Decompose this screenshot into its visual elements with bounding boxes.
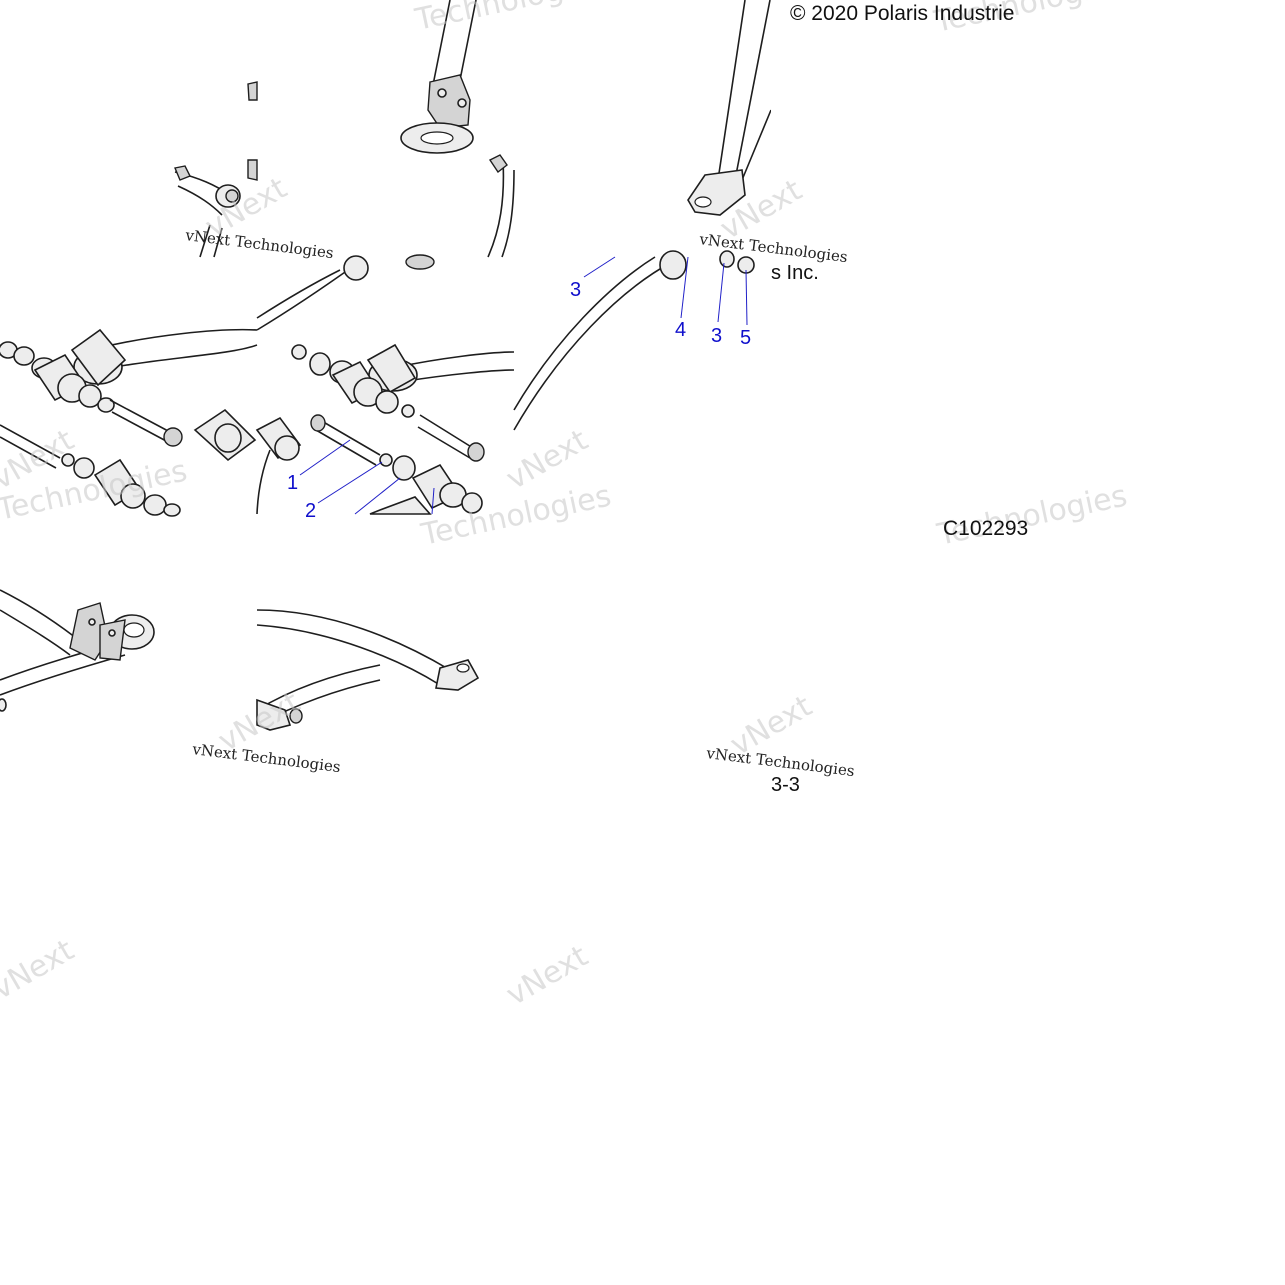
radius-rod bbox=[687, 0, 772, 216]
callout-4: 4 bbox=[675, 319, 686, 341]
callout-2-left: 2 bbox=[305, 500, 316, 522]
callout-3: 3 bbox=[711, 325, 722, 347]
svg-text:vNext Technologies: vNext Technologies bbox=[191, 740, 342, 776]
svg-text:Technologies: Technologies bbox=[411, 0, 608, 38]
upper-control-arm-tab bbox=[400, 0, 515, 258]
lower-arm-bottom bbox=[256, 609, 480, 731]
callout-1: 1 bbox=[287, 472, 298, 494]
callout-3-upper: 3 bbox=[570, 279, 581, 301]
diagram-code: C102293 bbox=[943, 517, 1029, 540]
lower-arm-hardware-center: 1 2 bbox=[255, 254, 515, 522]
diagram-code-fragment: 3-3 bbox=[771, 774, 800, 796]
arm-end-bushing bbox=[174, 81, 258, 258]
upper-arm-mount-left bbox=[0, 589, 155, 712]
copyright-notice: © 2020 Polaris Industrie bbox=[790, 2, 1015, 25]
callout-5: 5 bbox=[740, 327, 751, 349]
copyright-notice-tail: s Inc. bbox=[771, 262, 819, 284]
lower-arm-hardware-left bbox=[0, 269, 341, 517]
lower-arm-callouts-right: 3 4 3 5 bbox=[513, 250, 755, 431]
svg-text:vNext Technologies: vNext Technologies bbox=[184, 226, 335, 262]
